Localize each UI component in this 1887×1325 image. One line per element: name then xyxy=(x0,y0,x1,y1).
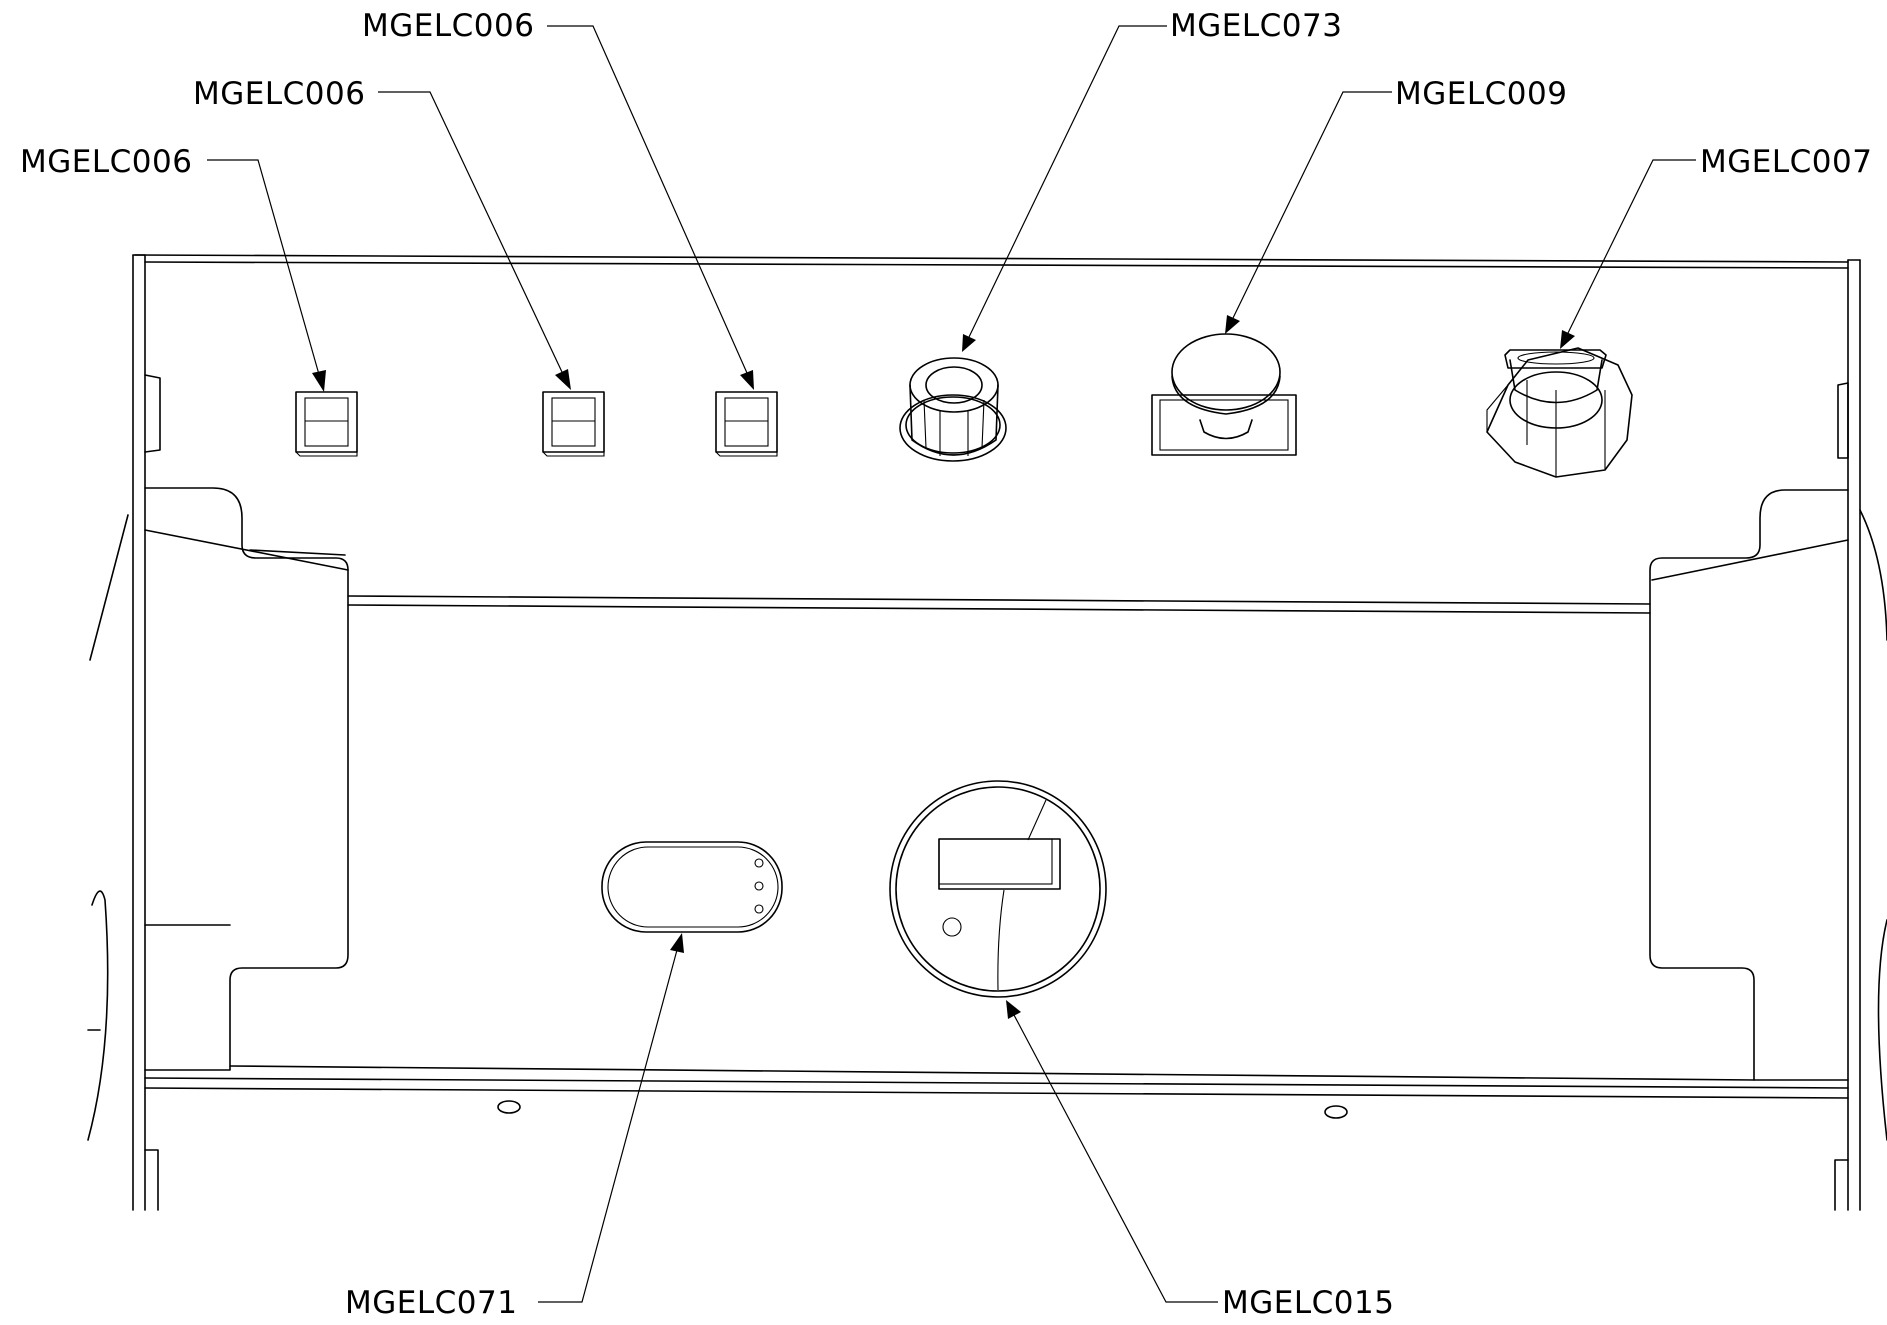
callout-switch-middle: MGELC006 xyxy=(193,76,365,112)
indicator-module xyxy=(601,841,783,933)
rotary-knob xyxy=(899,357,1007,462)
rocker-switch-middle xyxy=(542,391,605,457)
callout-key-switch: MGELC007 xyxy=(1700,144,1872,180)
callout-knob: MGELC073 xyxy=(1170,8,1342,44)
callout-switch-right: MGELC006 xyxy=(362,8,534,44)
leaders xyxy=(207,25,1696,1303)
callout-gauge: MGELC015 xyxy=(1222,1285,1394,1321)
callout-switch-left: MGELC006 xyxy=(20,144,192,180)
callout-indicator: MGELC071 xyxy=(345,1285,517,1321)
control-panel xyxy=(87,254,1887,1211)
indicator-light-1 xyxy=(754,858,764,868)
callout-push-button: MGELC009 xyxy=(1395,76,1567,112)
gauge xyxy=(889,780,1107,998)
indicator-light-2 xyxy=(754,881,764,891)
key-switch xyxy=(1486,347,1633,478)
push-button xyxy=(1151,333,1297,456)
rocker-switch-left xyxy=(295,391,358,457)
indicator-light-3 xyxy=(754,904,764,914)
rocker-switch-right xyxy=(715,391,778,457)
